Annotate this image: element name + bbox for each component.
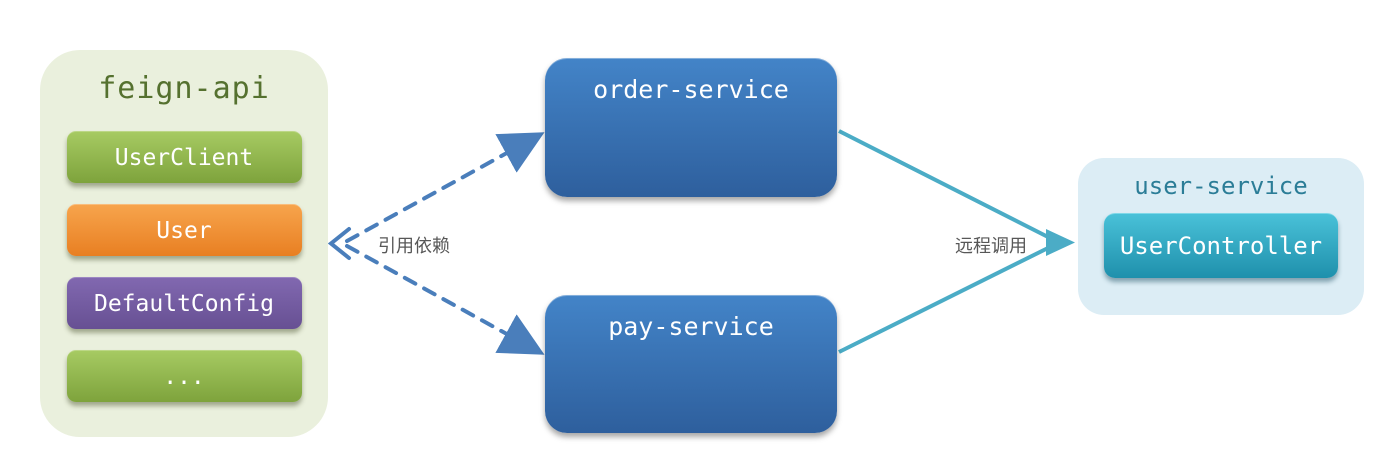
pay-service-box: pay-service [545,295,837,433]
remote-call-arrowhead [1046,229,1075,256]
dependency-edge-label: 引用依赖 [378,236,450,256]
feign-api-item-label: UserClient [114,144,254,171]
feign-api-item-more: ... [66,350,302,402]
feign-api-item-label: User [156,217,212,244]
remote-call-edge-label: 远程调用 [955,236,1027,256]
user-service-item-usercontroller: UserController [1104,213,1338,278]
order-service-box: order-service [545,58,837,197]
user-service-title: user-service [1134,172,1308,200]
feign-api-title: feign-api [98,71,270,106]
feign-api-item-userclient: UserClient [66,131,302,183]
feign-api-item-label: ... [163,363,205,390]
feign-api-item-user: User [66,204,302,256]
feign-api-item-defaultconfig: DefaultConfig [66,277,302,329]
dependency-arrow-bottom [345,244,545,355]
feign-api-panel: feign-api UserClient User DefaultConfig … [40,50,328,437]
pay-service-label: pay-service [608,312,774,341]
user-controller-label: UserController [1119,232,1323,260]
user-service-panel: user-service UserController [1078,158,1364,315]
remote-call-arrow-top [838,129,1053,241]
dependency-arrow-top [345,132,545,243]
dependency-arrowhead-left [327,227,351,260]
feign-api-item-label: DefaultConfig [93,290,274,317]
order-service-label: order-service [593,75,789,104]
remote-call-arrow-bottom [838,244,1053,354]
